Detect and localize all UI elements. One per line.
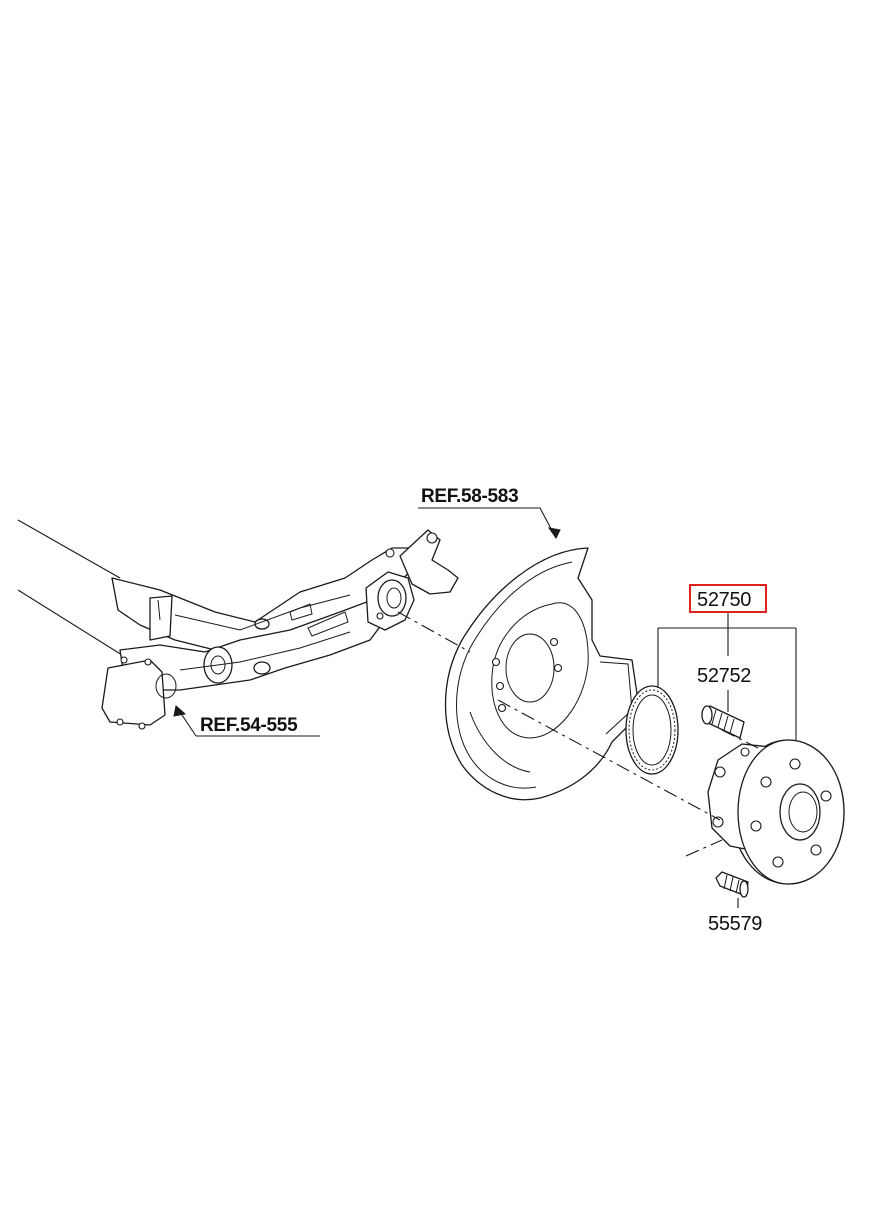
ref-axle-label[interactable]: REF.54-555	[200, 715, 298, 736]
torsion-beam-axle	[17, 519, 459, 730]
wheel-bolt	[701, 705, 745, 739]
dust-shield	[444, 547, 641, 801]
ref-shield-label[interactable]: REF.58-583	[421, 486, 519, 507]
part-number-52750[interactable]: 52750	[697, 589, 752, 611]
abs-tone-ring	[625, 685, 679, 775]
highlight-box	[689, 584, 767, 613]
hub-bearing-assembly	[707, 739, 845, 885]
part-number-55579[interactable]: 55579	[708, 913, 763, 935]
leader-lines	[173, 507, 797, 908]
centerlines	[397, 611, 759, 857]
mount-bolt	[715, 871, 749, 898]
part-number-52752[interactable]: 52752	[697, 665, 752, 687]
